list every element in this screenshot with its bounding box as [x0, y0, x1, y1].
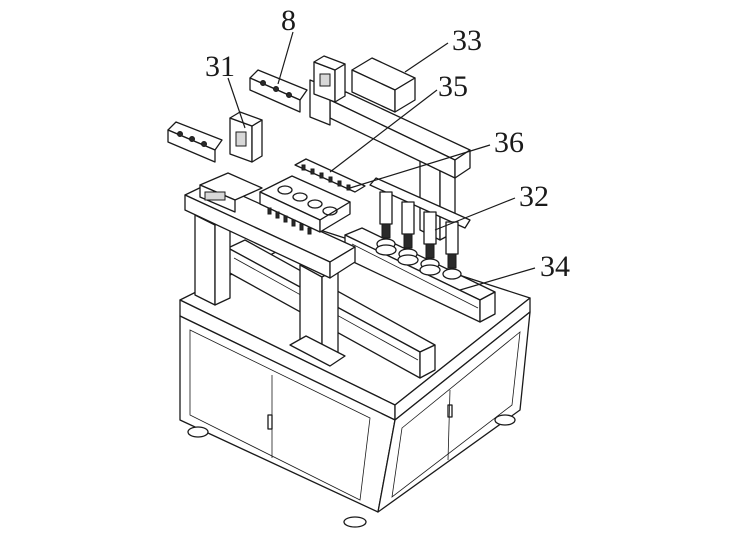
callout-8: 8	[281, 4, 296, 37]
leader-31	[227, 77, 246, 129]
callout-32: 32	[519, 180, 549, 213]
foot	[494, 414, 516, 426]
spindle-units	[369, 177, 471, 280]
callout-33: 33	[452, 24, 482, 57]
callout-labels: 8 31 33 35 36 32 34	[205, 4, 570, 283]
leader-lines	[227, 31, 536, 291]
front-gantry	[184, 172, 356, 367]
leader-34	[459, 267, 536, 291]
callout-31: 31	[205, 50, 235, 83]
leader-33	[404, 42, 449, 73]
callout-36: 36	[494, 126, 524, 159]
foot	[343, 516, 367, 528]
callout-35: 35	[438, 70, 468, 103]
arm-8	[249, 55, 346, 113]
leader-35	[329, 89, 438, 173]
leader-32	[434, 197, 516, 231]
foot	[187, 426, 209, 438]
arm-31	[167, 111, 263, 163]
callout-34: 34	[540, 250, 570, 283]
leader-36	[349, 144, 491, 189]
fixture-plate	[259, 158, 366, 235]
rear-gantry	[309, 57, 471, 241]
leader-8	[277, 31, 294, 85]
